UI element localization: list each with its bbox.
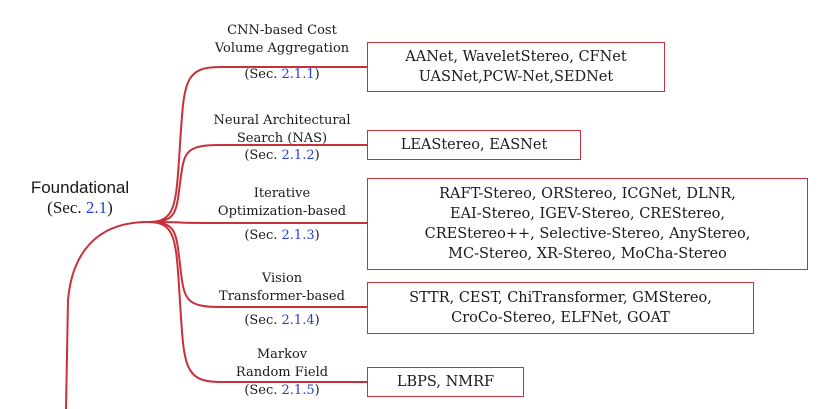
category-label-line: CNN-based Cost [227,23,337,38]
section-prefix: (Sec. [244,67,282,82]
methods-box: RAFT-Stereo, ORStereo, ICGNet, DLNR, EAI-… [367,178,808,270]
section-suffix: ) [314,383,320,398]
section-link[interactable]: 2.1.3 [281,228,315,243]
category-label-line: Vision [261,271,303,286]
method-list-line: MC-Stereo, XR-Stereo, MoCha-Stereo [448,246,727,262]
category-label-line: Neural Architectural [213,113,351,128]
method-list-line: EAI-Stereo, IGEV-Stereo, CREStereo, [449,206,725,222]
method-list-line: RAFT-Stereo, ORStereo, ICGNet, DLNR, [439,186,736,202]
method-list-line: STTR, CEST, ChiTransformer, GMStereo, [409,290,712,306]
methods-box: LBPS, NMRF [367,367,524,397]
section-link[interactable]: 2.1.1 [281,67,315,82]
section-suffix: ) [314,313,320,328]
section-suffix: ) [314,67,320,82]
section-prefix: (Sec. [244,148,282,163]
section-prefix: (Sec. [244,313,282,328]
category-section-ref: (Sec. 2.1.4) [192,312,372,330]
section-link[interactable]: 2.1.4 [281,313,315,328]
section-link[interactable]: 2.1.5 [281,383,315,398]
branch-edge [147,221,368,224]
category-label-line: Iterative [253,186,311,201]
root-node-foundational: Foundational (Sec. 2.1) [30,178,130,218]
category-section-ref: (Sec. 2.1.5) [192,382,372,400]
root-section-link[interactable]: 2.1 [85,198,108,217]
section-prefix: (Sec. [244,228,282,243]
category-label-line: Optimization-based [217,204,347,219]
method-list-line: CREStereo++, Selective-Stereo, AnyStereo… [424,226,751,242]
method-list-line: LBPS, NMRF [396,374,495,390]
root-down-edge [65,221,149,409]
category-label-line: Transformer-based [219,289,345,304]
method-list-line: UASNet,PCW-Net,SEDNet [418,69,614,85]
branch-edge [147,144,368,223]
section-suffix: ) [314,148,320,163]
method-list-line: CroCo-Stereo, ELFNet, GOAT [451,310,670,326]
methods-box: STTR, CEST, ChiTransformer, GMStereo, Cro… [367,282,754,334]
category-label-line: Volume Aggregation [214,41,350,56]
branch-edge [147,66,368,223]
section-suffix: ) [314,228,320,243]
root-title: Foundational [30,178,130,197]
branch-edge [147,221,368,308]
section-link[interactable]: 2.1.2 [281,148,315,163]
method-list-line: AANet, WaveletStereo, CFNet [405,49,627,65]
root-section-ref: (Sec. 2.1) [47,198,113,217]
category-label-line: Markov [256,347,308,362]
category-section-ref: (Sec. 2.1.3) [192,227,372,245]
category-label-line: Search (NAS) [236,131,328,146]
category-section-ref: (Sec. 2.1.1) [192,66,372,84]
branch-edge [147,221,368,383]
method-list-line: LEAStereo, EASNet [400,137,548,153]
category-label-line: Random Field [235,365,329,380]
section-prefix: (Sec. [244,383,282,398]
category-section-ref: (Sec. 2.1.2) [192,147,372,165]
methods-box: LEAStereo, EASNet [367,130,581,160]
